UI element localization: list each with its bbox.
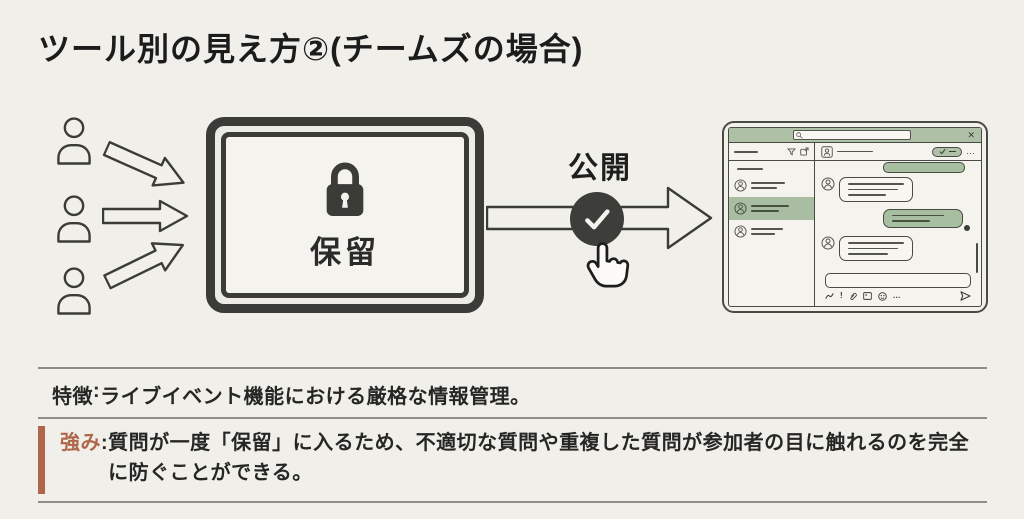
chat-preview-placeholder: [751, 187, 777, 189]
chat-name-placeholder: [751, 228, 783, 230]
chat-preview-placeholder: [751, 233, 775, 235]
send-icon[interactable]: [960, 291, 971, 301]
publish-label: 公開: [568, 152, 632, 185]
hold-screen: 保留: [221, 132, 469, 298]
composer-toolbar: !: [825, 291, 971, 301]
chat-panel: …: [815, 143, 981, 306]
more-icon[interactable]: …: [966, 146, 975, 156]
page-title: ツール別の見え方②(チームズの場合): [38, 31, 584, 67]
search-icon: [796, 131, 803, 139]
check-icon: [585, 209, 610, 230]
hold-tablet: 保留: [206, 117, 484, 313]
image-icon[interactable]: [862, 292, 872, 300]
feature-text: ライブイベント機能における厳格な情報管理。: [100, 386, 531, 408]
teams-window: ✕: [722, 121, 988, 313]
sidebar-header: [729, 143, 814, 161]
chat-title-placeholder: [837, 150, 873, 153]
message-area: [815, 161, 981, 273]
publish-check-button[interactable]: [570, 192, 624, 246]
chat-preview-placeholder: [751, 210, 779, 212]
text-placeholder: [848, 194, 886, 196]
strength-section: 強み:質問が一度「保留」に入るため、不適切な質問や重複した質問が参加者の目に触れ…: [38, 426, 987, 494]
text-placeholder: [892, 214, 944, 217]
message-bubble: [839, 177, 913, 202]
paperclip-icon[interactable]: [849, 292, 857, 301]
person-circle-icon: [734, 202, 747, 215]
text-placeholder: [848, 183, 904, 185]
chat-list-item[interactable]: [729, 174, 814, 197]
message-bubble: [839, 235, 913, 261]
message-row: [821, 177, 975, 202]
scrollbar[interactable]: [975, 243, 978, 273]
arrow-icon: [103, 242, 185, 290]
chat-list-item-selected[interactable]: [729, 197, 814, 220]
strength-label: 強み: [60, 432, 101, 454]
chat-name-placeholder: [751, 182, 785, 184]
divider: [38, 417, 987, 419]
feature-separator: :: [93, 380, 101, 402]
close-icon[interactable]: ✕: [967, 129, 975, 140]
arrow-icon: [102, 199, 189, 233]
person-icon: [57, 195, 91, 243]
message-row-outgoing: [821, 208, 975, 231]
search-input[interactable]: [793, 130, 911, 140]
arrow-icon: [102, 140, 185, 187]
chat-list-item[interactable]: [729, 220, 814, 243]
teams-app-frame: ✕: [728, 127, 982, 307]
hold-label: 保留: [310, 234, 380, 270]
text-placeholder: [848, 188, 898, 191]
text-placeholder: [848, 253, 888, 255]
reaction-dot-icon: [964, 224, 970, 231]
text-placeholder: [892, 220, 930, 222]
composer: !: [815, 272, 981, 306]
message-bubble-green-partial: [883, 162, 965, 173]
format-pen-icon[interactable]: [825, 292, 834, 300]
chat-header: …: [815, 143, 981, 161]
teams-titlebar: ✕: [729, 128, 981, 143]
message-input[interactable]: [825, 273, 971, 288]
feature-label: 特徴: [52, 386, 93, 408]
chat-list-sidebar: [729, 143, 815, 306]
check-icon: [939, 148, 945, 155]
person-circle-icon: [821, 236, 835, 250]
person-circle-icon: [734, 225, 747, 238]
divider: [38, 367, 987, 369]
person-square-icon: [821, 145, 833, 158]
strength-text: 質問が一度「保留」に入るため、不適切な質問や重複した質問が参加者の目に触れるのを…: [108, 432, 970, 484]
feature-section: 特徴:ライブイベント機能における厳格な情報管理。: [52, 380, 982, 409]
teams-body: …: [729, 143, 981, 306]
person-circle-icon: [821, 177, 835, 191]
more-icon[interactable]: …: [892, 291, 901, 300]
sidebar-title-placeholder: [734, 150, 758, 153]
moderation-toggle-pill[interactable]: [932, 146, 962, 157]
hand-cursor-icon: [586, 242, 630, 288]
person-icon: [57, 267, 91, 315]
strength-separator: :: [101, 432, 109, 454]
strength-content: 強み:質問が一度「保留」に入るため、不適切な質問や重複した質問が参加者の目に触れ…: [60, 426, 987, 494]
minus-icon: [948, 150, 956, 153]
importance-icon[interactable]: !: [840, 291, 843, 300]
lock-icon: [326, 162, 364, 216]
message-bubble-green: [883, 208, 963, 228]
text-placeholder: [848, 247, 898, 250]
emoji-icon[interactable]: [877, 291, 887, 301]
divider: [38, 501, 987, 503]
person-circle-icon: [734, 179, 747, 192]
section-label-placeholder: [737, 168, 763, 170]
person-icon: [57, 117, 91, 165]
message-row: [821, 235, 975, 261]
filter-icon[interactable]: [787, 147, 796, 156]
text-placeholder: [848, 241, 904, 244]
chat-name-placeholder: [751, 205, 789, 207]
accent-bar: [38, 426, 45, 494]
popout-icon[interactable]: [800, 147, 809, 156]
